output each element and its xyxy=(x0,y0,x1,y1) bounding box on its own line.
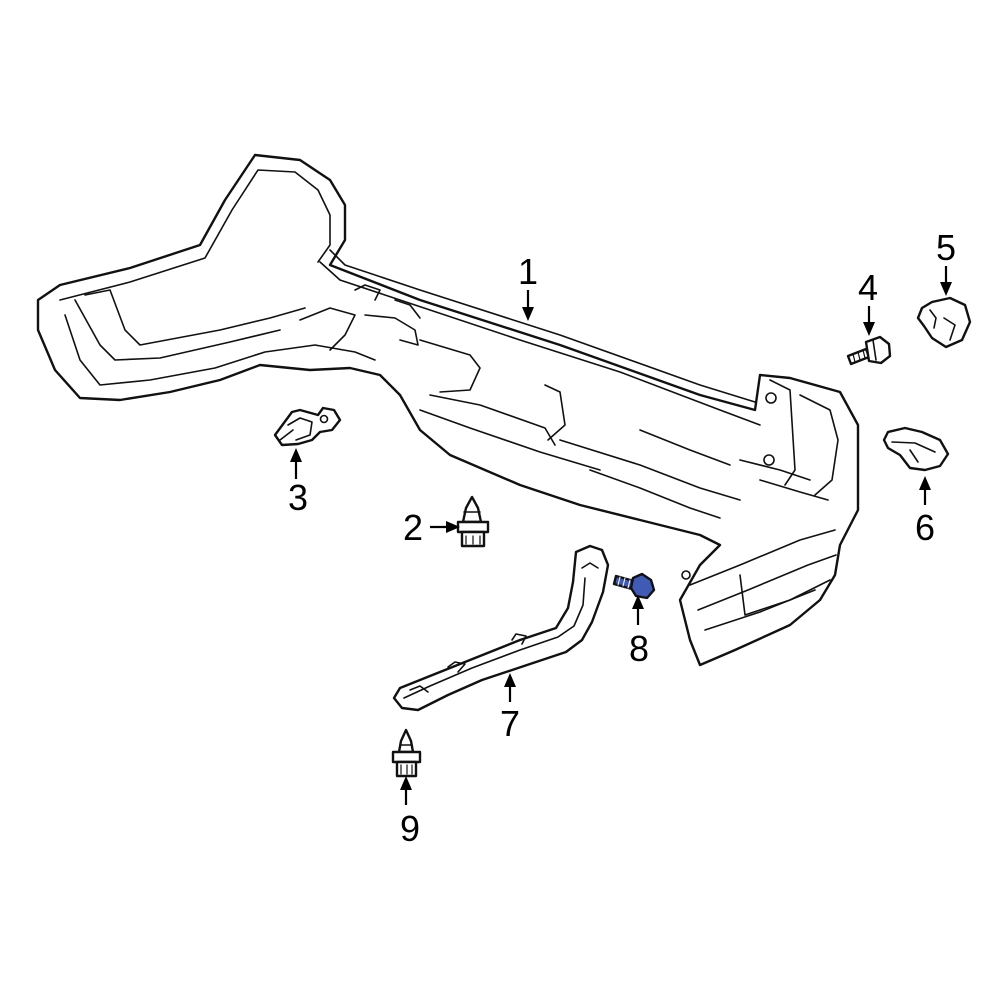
callout-number-7: 7 xyxy=(500,703,520,744)
callout-5: 5 xyxy=(936,227,956,296)
callout-6: 6 xyxy=(915,476,935,548)
push-clip-part[interactable] xyxy=(456,495,490,548)
callout-number-4: 4 xyxy=(858,267,878,308)
spacer-part[interactable] xyxy=(882,426,950,472)
callout-9: 9 xyxy=(400,776,420,849)
screw-part[interactable] xyxy=(612,572,656,600)
callout-2: 2 xyxy=(403,507,460,548)
callout-number-8: 8 xyxy=(629,628,649,669)
callout-number-1: 1 xyxy=(518,251,538,292)
bracket-part[interactable] xyxy=(273,406,342,447)
callout-3: 3 xyxy=(288,448,308,518)
callout-7: 7 xyxy=(500,673,520,744)
callout-number-3: 3 xyxy=(288,477,308,518)
reinforcement-bracket-part[interactable] xyxy=(392,544,610,712)
callout-number-9: 9 xyxy=(400,808,420,849)
push-clip-lower-part[interactable] xyxy=(391,728,422,778)
callout-8: 8 xyxy=(629,595,649,669)
bolt-part[interactable] xyxy=(846,335,892,366)
callout-number-6: 6 xyxy=(915,507,935,548)
callout-number-2: 2 xyxy=(403,507,423,548)
bumper-cover-part[interactable] xyxy=(36,153,860,667)
callout-4: 4 xyxy=(858,267,878,336)
screw-head xyxy=(629,572,656,600)
callout-number-5: 5 xyxy=(936,227,956,268)
cap-part[interactable] xyxy=(916,296,972,349)
callout-1: 1 xyxy=(518,251,538,321)
